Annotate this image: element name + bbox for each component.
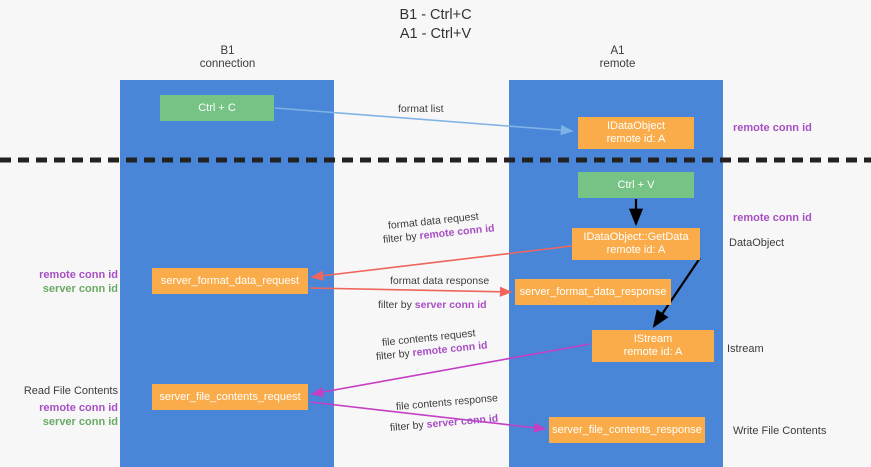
box-server-file-contents-request[interactable]: server_file_contents_request xyxy=(152,384,308,410)
label-filter-by-server-conn-id-1: filter by server conn id xyxy=(378,298,487,312)
box-idataobject-getdata[interactable]: IDataObject::GetData remote id: A xyxy=(572,228,700,260)
caption-left-server-conn-id-2: server conn id xyxy=(42,416,118,428)
caption-write-file-contents: Write File Contents xyxy=(733,425,827,437)
diagram-title: B1 - Ctrl+C A1 - Ctrl+V xyxy=(0,6,871,44)
box-server-format-data-response-label: server_format_data_response xyxy=(519,285,667,298)
caption-remote-conn-id-mid: remote conn id xyxy=(733,212,812,224)
box-ctrl-v[interactable]: Ctrl + V xyxy=(578,172,694,198)
box-server-file-contents-response-label: server_file_contents_response xyxy=(552,423,702,436)
caption-left-conn-ids-2: remote conn id server conn id xyxy=(20,401,118,429)
caption-remote-conn-id-top: remote conn id xyxy=(733,122,812,134)
lane-b1-role: connection xyxy=(199,58,256,70)
server-conn-id-text-1: server conn id xyxy=(414,299,487,311)
box-ctrl-c[interactable]: Ctrl + C xyxy=(160,95,274,121)
filter-by-text-1: filter by xyxy=(382,230,421,246)
lane-a1-name: A1 xyxy=(610,45,625,57)
lane-header-a1: A1 remote xyxy=(540,45,695,71)
wire-format-data-response xyxy=(309,286,513,297)
lane-header-b1: B1 connection xyxy=(150,45,305,71)
caption-istream: Istream xyxy=(727,343,764,355)
caption-left-remote-conn-id-2: remote conn id xyxy=(39,402,118,414)
box-server-format-data-response[interactable]: server_format_data_response xyxy=(515,279,671,305)
box-ctrl-c-label: Ctrl + C xyxy=(198,101,236,114)
box-idataobject-title: IDataObject xyxy=(606,120,666,132)
box-server-file-contents-response[interactable]: server_file_contents_response xyxy=(549,417,705,443)
box-idataobject[interactable]: IDataObject remote id: A xyxy=(578,117,694,149)
caption-left-remote-conn-id-1: remote conn id xyxy=(39,269,118,281)
filter-by-text-3: filter by xyxy=(375,347,414,363)
box-getdata-title: IDataObject::GetData xyxy=(583,231,689,243)
lane-a1-role: remote xyxy=(599,58,636,70)
box-istream[interactable]: IStream remote id: A xyxy=(592,330,714,362)
box-istream-title: IStream xyxy=(633,333,673,345)
title-line-1: B1 - Ctrl+C xyxy=(399,7,472,23)
box-server-format-data-request[interactable]: server_format_data_request xyxy=(152,268,308,294)
caption-read-file-contents: Read File Contents xyxy=(23,385,118,397)
title-line-2: A1 - Ctrl+V xyxy=(399,26,472,42)
caption-dataobject: DataObject xyxy=(729,237,785,249)
box-server-format-data-request-label: server_format_data_request xyxy=(160,274,300,287)
label-file-contents-response: file contents response xyxy=(395,392,499,413)
server-conn-id-text-2: server conn id xyxy=(426,412,499,431)
box-istream-remote-id: remote id: A xyxy=(623,346,683,358)
caption-left-server-conn-id-1: server conn id xyxy=(42,283,118,295)
box-server-file-contents-request-label: server_file_contents_request xyxy=(159,390,301,403)
box-ctrl-v-label: Ctrl + V xyxy=(617,178,655,191)
box-getdata-remote-id: remote id: A xyxy=(606,244,666,256)
lane-b1-name: B1 xyxy=(220,45,235,57)
box-idataobject-remote-id: remote id: A xyxy=(606,133,666,145)
filter-by-text-2: filter by xyxy=(378,299,415,311)
filter-by-text-4: filter by xyxy=(389,418,428,434)
label-filter-by-server-conn-id-2: filter by server conn id xyxy=(389,412,498,435)
caption-left-conn-ids-1: remote conn id server conn id xyxy=(20,268,118,296)
label-format-data-response: format data response xyxy=(390,275,490,287)
label-format-list: format list xyxy=(398,103,444,115)
